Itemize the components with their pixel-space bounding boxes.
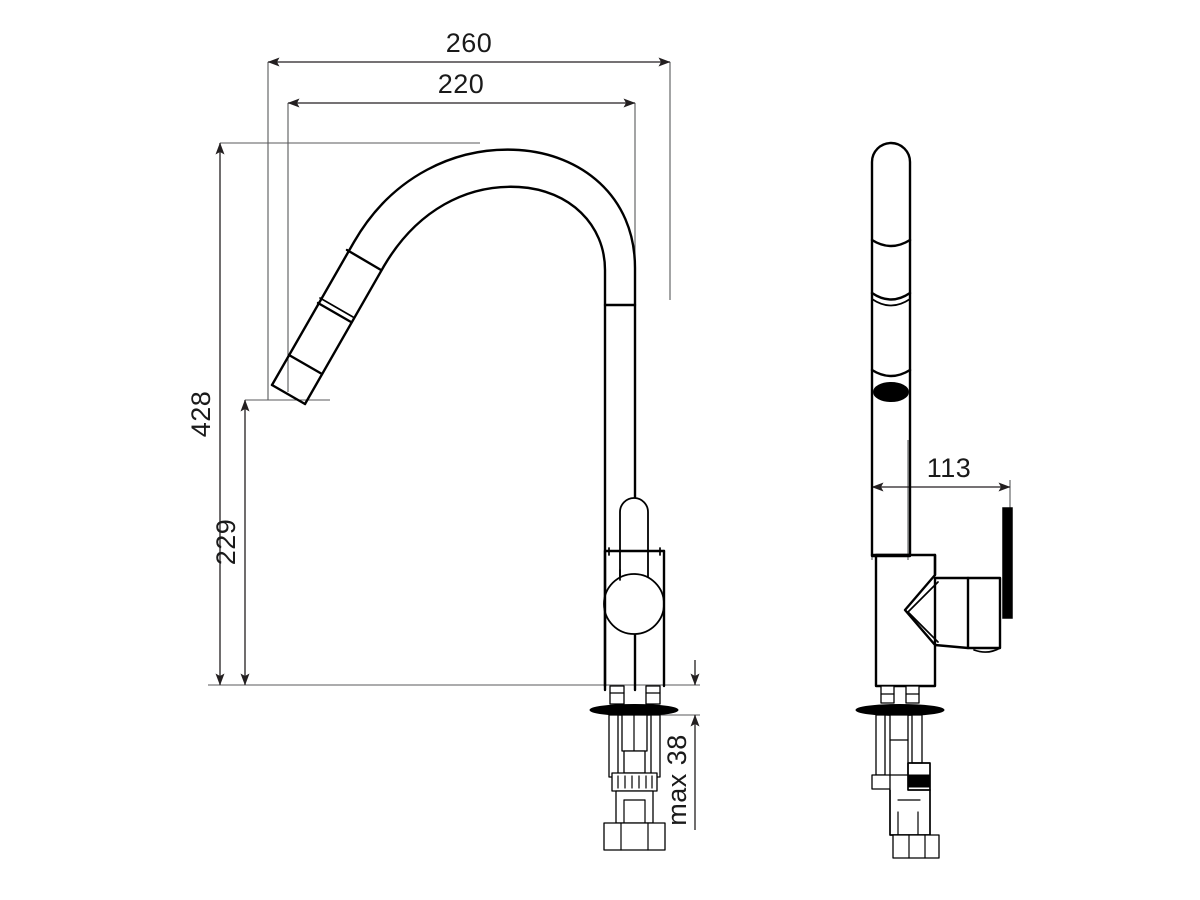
front-extension-lines (208, 62, 700, 716)
dimension-spout-reach-label: 220 (438, 69, 485, 99)
dimension-handle-projection-label: 113 (927, 453, 972, 483)
dimension-max-bench-thickness: max 38 (662, 660, 700, 830)
dimension-overall-height: 428 (186, 142, 225, 686)
dimension-spout-clearance-label: 229 (211, 519, 241, 566)
front-valve-body (603, 547, 666, 688)
front-mounting-hardware (589, 685, 679, 851)
side-lever-handle (933, 507, 1013, 653)
dimension-overall-reach: 260 (267, 28, 671, 67)
side-spray-head (870, 141, 912, 558)
dimension-spout-reach: 220 (287, 69, 636, 108)
dimension-handle-projection: 113 (871, 453, 1011, 492)
front-knurl-lines (617, 775, 653, 789)
dimension-max-bench-thickness-label: max 38 (662, 734, 692, 826)
dimension-spout-clearance: 229 (211, 399, 250, 686)
side-elevation-view: 113 (855, 141, 1013, 859)
dimension-overall-height-label: 428 (186, 391, 216, 438)
front-lever-handle (603, 497, 665, 635)
front-spout-body (270, 148, 637, 692)
front-elevation-view: 260 220 428 229 max 38 (186, 28, 700, 851)
side-mounting-hardware (855, 685, 945, 859)
dimension-overall-reach-label: 260 (446, 28, 493, 58)
